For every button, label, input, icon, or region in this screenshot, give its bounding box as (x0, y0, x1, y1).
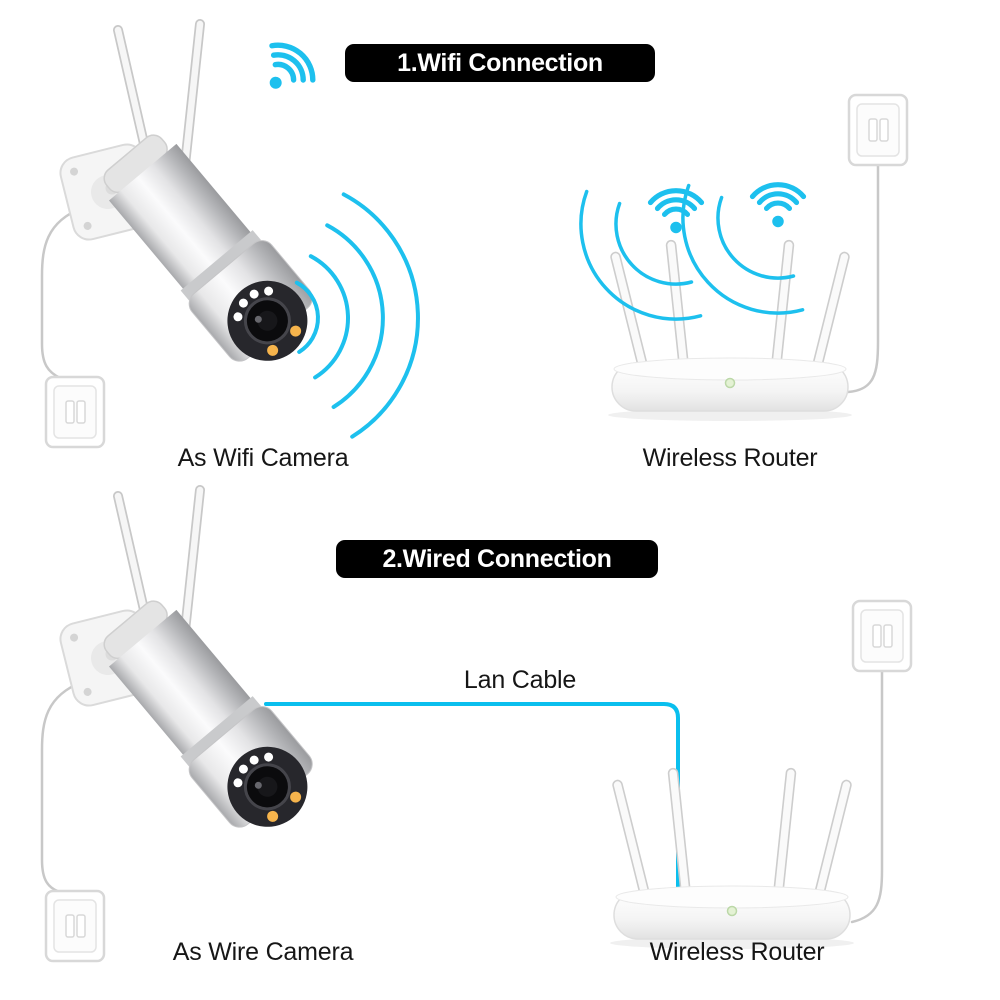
router-power-cable (850, 670, 884, 924)
power-outlet-icon (847, 93, 909, 167)
section-2-badge: 2.Wired Connection (336, 540, 658, 578)
router-signal-arcs (579, 183, 805, 321)
camera-power-cable (40, 680, 84, 894)
wifi-camera-label: As Wifi Camera (177, 444, 349, 472)
wifi-signal-icon (650, 191, 701, 234)
camera-power-cable (40, 206, 84, 380)
wireless-router-illustration (607, 239, 853, 422)
router-power-cable (846, 164, 880, 394)
wifi-connection-scene (40, 0, 909, 449)
power-outlet-icon (44, 889, 106, 963)
wireless-router-label: Wireless Router (642, 444, 818, 472)
section-1-badge: 1.Wifi Connection (345, 44, 655, 82)
wifi-signal-icon (251, 36, 320, 104)
power-outlet-icon (851, 599, 913, 673)
wireless-router-label: Wireless Router (649, 938, 825, 966)
lan-cable-label: Lan Cable (463, 666, 577, 694)
power-outlet-icon (44, 375, 106, 449)
camera-signal-arcs (294, 192, 420, 439)
wired-camera-illustration (57, 490, 333, 851)
lan-cable-line (264, 702, 680, 897)
wireless-router-illustration (609, 767, 855, 950)
wire-camera-label: As Wire Camera (172, 938, 354, 966)
wired-connection-scene (40, 478, 913, 963)
wifi-signal-icon (752, 185, 803, 228)
